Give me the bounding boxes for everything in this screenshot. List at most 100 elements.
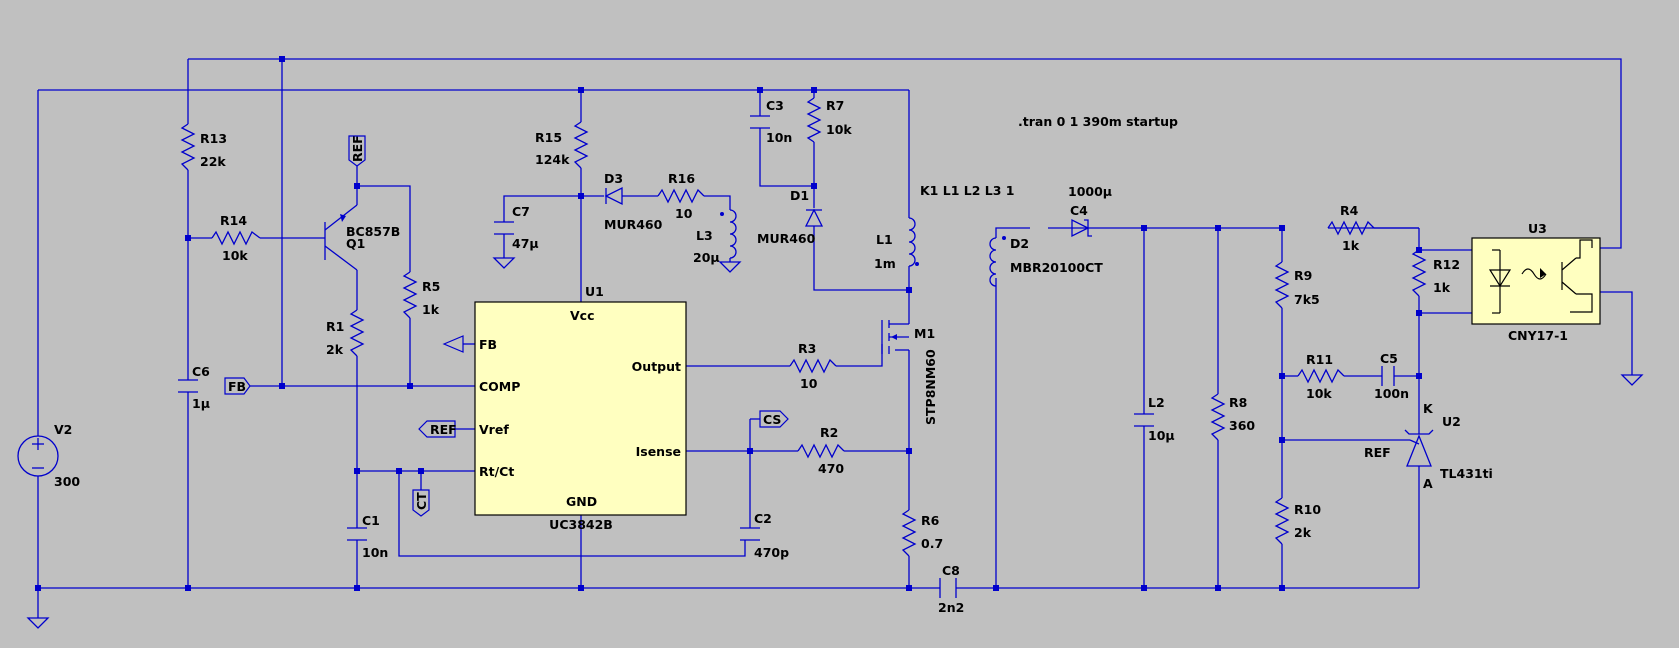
- c4-ref: L2: [1148, 395, 1165, 410]
- c8-value: 2n2: [938, 600, 964, 615]
- l1-value: 1m: [874, 256, 896, 271]
- c4-value: 10µ: [1148, 428, 1175, 443]
- resistor-r15[interactable]: R15 124k: [535, 121, 589, 169]
- resistor-r6[interactable]: R6 0.7: [901, 509, 943, 557]
- resistor-r12[interactable]: R12 1k: [1411, 249, 1460, 297]
- coupling-directive[interactable]: K1 L1 L2 L3 1: [920, 183, 1014, 198]
- d2-ref: C4: [1070, 203, 1088, 218]
- r13-value: 22k: [200, 154, 226, 169]
- optocoupler-u3[interactable]: U3 CNY17-1: [1471, 221, 1601, 343]
- d1-ref: D1: [790, 188, 809, 203]
- mosfet-m1[interactable]: M1 STP8NM60: [881, 320, 938, 425]
- resistor-r5[interactable]: R5 1k: [402, 271, 440, 319]
- l3-value: 20µ: [693, 250, 720, 265]
- resistor-r4[interactable]: R4 1k: [1327, 203, 1419, 253]
- wires: [37, 58, 1633, 618]
- d3-ref: D3: [604, 171, 623, 186]
- resistor-r9[interactable]: R9 7k5: [1274, 261, 1320, 309]
- net-label-fb-in: FB: [224, 377, 251, 395]
- d3-value: MUR460: [604, 217, 663, 232]
- r16-value: 10: [675, 206, 693, 221]
- r5-ref: R5: [422, 279, 440, 294]
- inductor-l3[interactable]: L3 20µ: [693, 209, 737, 265]
- transistor-q1[interactable]: BC857B Q1: [340, 214, 400, 251]
- d2-value: 1000µ: [1068, 184, 1112, 199]
- capacitor-c4[interactable]: L2 10µ: [1134, 395, 1175, 443]
- m1-ref: M1: [914, 326, 935, 341]
- diode-d2[interactable]: 1000µ C4: [1068, 184, 1112, 238]
- r3-ref: R3: [798, 341, 816, 356]
- r10-value: 2k: [1294, 525, 1312, 540]
- junctions: [35, 56, 1595, 591]
- u2-pin-k: K: [1423, 401, 1434, 416]
- l3-ref: L3: [696, 228, 713, 243]
- c5-value: 100n: [1374, 386, 1409, 401]
- r14-value: 10k: [222, 248, 248, 263]
- capacitor-c8[interactable]: C8 2n2: [938, 563, 964, 615]
- svg-text:REF: REF: [350, 135, 365, 162]
- u1-pin-output: Output: [632, 359, 681, 374]
- u1-ref: U1: [585, 284, 604, 299]
- resistor-r16[interactable]: R16 10: [657, 171, 705, 221]
- r15-value: 124k: [535, 152, 570, 167]
- l2-ref: D2: [1010, 236, 1029, 251]
- voltage-source-v2[interactable]: V2 300: [17, 422, 80, 489]
- c8-ref: C8: [942, 563, 960, 578]
- r4-value: 1k: [1342, 238, 1360, 253]
- diode-d1[interactable]: D1 MUR460: [757, 188, 824, 246]
- u1-pin-comp: COMP: [479, 379, 520, 394]
- net-label-ref-top: REF: [348, 135, 366, 167]
- ic-u1[interactable]: U1 Vcc FB COMP Vref Rt/Ct GND Output Ise…: [474, 284, 687, 532]
- r11-value: 10k: [1306, 386, 1332, 401]
- r5-value: 1k: [422, 302, 440, 317]
- v2-ref: V2: [54, 422, 72, 437]
- diode-d3[interactable]: D3 MUR460: [604, 171, 663, 232]
- inductor-l1[interactable]: L1 1m: [874, 217, 919, 271]
- capacitor-c5[interactable]: C5 100n: [1374, 351, 1409, 401]
- l1-ref: L1: [876, 232, 893, 247]
- resistor-r3[interactable]: R3 10: [789, 341, 837, 391]
- u3-value: CNY17-1: [1508, 328, 1568, 343]
- resistor-r11[interactable]: R11 10k: [1297, 352, 1345, 401]
- r12-ref: R12: [1433, 257, 1460, 272]
- r3-value: 10: [800, 376, 818, 391]
- l2-value: MBR20100CT: [1010, 260, 1103, 275]
- net-label-fb-out: [442, 335, 464, 353]
- u2-value: TL431ti: [1440, 466, 1493, 481]
- capacitor-c6[interactable]: C6 1µ: [178, 364, 210, 411]
- capacitor-c7[interactable]: C7 47µ: [494, 204, 539, 251]
- c6-ref: C6: [192, 364, 210, 379]
- u2-ref: U2: [1442, 414, 1461, 429]
- resistor-r13[interactable]: R13 22k: [180, 123, 227, 171]
- svg-text:CT: CT: [414, 492, 429, 510]
- capacitor-c3[interactable]: C3 10n: [750, 98, 792, 145]
- u3-ref: U3: [1528, 221, 1547, 236]
- resistor-r2[interactable]: R2 470: [797, 425, 845, 476]
- r9-value: 7k5: [1294, 292, 1320, 307]
- r9-ref: R9: [1294, 268, 1312, 283]
- inductor-l2[interactable]: D2 MBR20100CT: [989, 236, 1103, 287]
- c2-ref: C2: [754, 511, 772, 526]
- r16-ref: R16: [668, 171, 695, 186]
- resistor-r1[interactable]: R1 2k: [326, 309, 365, 357]
- resistor-r10[interactable]: R10 2k: [1274, 497, 1321, 545]
- c2-value: 470p: [754, 545, 789, 560]
- simulation-directive[interactable]: .tran 0 1 390m startup: [1018, 114, 1178, 129]
- u1-pin-isense: Isense: [636, 444, 681, 459]
- r8-value: 360: [1229, 418, 1255, 433]
- resistor-r14[interactable]: R14 10k: [211, 213, 261, 263]
- capacitor-c2[interactable]: C2 470p: [740, 511, 789, 560]
- resistor-r7[interactable]: R7 10k: [806, 97, 852, 143]
- u1-pin-fb: FB: [479, 337, 497, 352]
- shunt-regulator-u2[interactable]: K REF A U2 TL431ti: [1364, 401, 1493, 491]
- r4-ref: R4: [1340, 203, 1359, 218]
- u1-pin-vref: Vref: [479, 422, 509, 437]
- svg-text:CS: CS: [763, 412, 781, 427]
- resistor-r8[interactable]: R8 360: [1210, 393, 1255, 441]
- q1-value: BC857B: [346, 224, 400, 239]
- r2-ref: R2: [820, 425, 838, 440]
- capacitor-c1[interactable]: C1 10n: [347, 513, 388, 560]
- c3-ref: C3: [766, 98, 784, 113]
- c1-value: 10n: [362, 545, 388, 560]
